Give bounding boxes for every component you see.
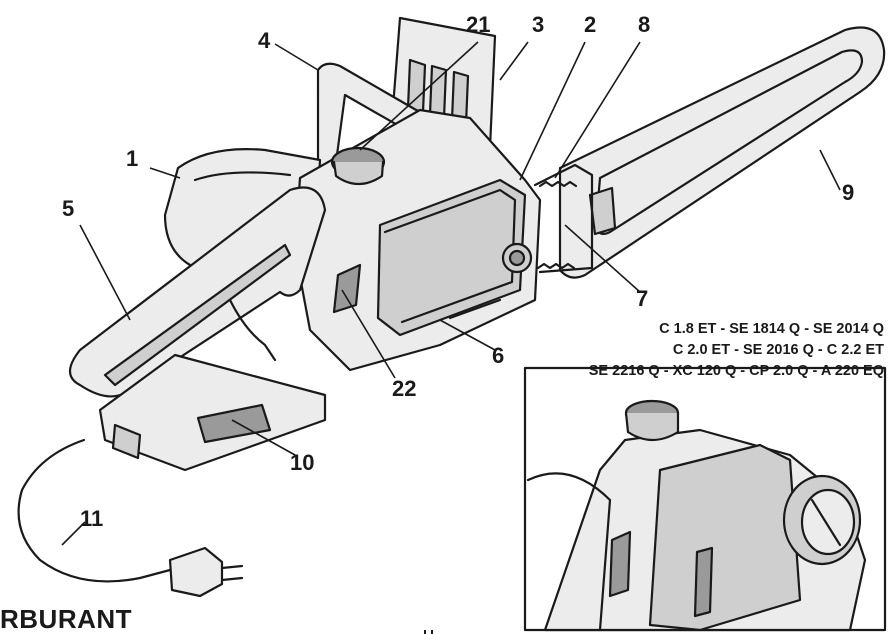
callout-9: 9 [842, 180, 855, 205]
main-body [293, 108, 542, 372]
model-list-line-1: C 1.8 ET - SE 1814 Q - SE 2014 Q [659, 321, 884, 337]
callout-7: 7 [636, 286, 649, 311]
callout-10: 10 [290, 450, 315, 475]
callout-3: 3 [532, 12, 545, 37]
housing-base [98, 353, 327, 472]
model-list-line-3: SE 2216 Q - XC 120 Q - CP 2.0 Q - A 220 … [588, 363, 884, 379]
callout-11: 11 [80, 506, 104, 531]
inset-detail-view [523, 366, 887, 632]
front-handle [316, 62, 432, 172]
guide-bar [558, 26, 886, 279]
callout-4: 4 [258, 28, 271, 53]
page-number-fragment [422, 626, 444, 634]
callout-8: 8 [638, 12, 651, 37]
callout-22: 22 [392, 376, 417, 401]
model-list-line-2: C 2.0 ET - SE 2016 Q - C 2.2 ET [672, 342, 884, 358]
callout-6: 6 [492, 343, 505, 368]
callout-1: 1 [126, 146, 139, 171]
leader-lines [61, 41, 841, 546]
power-cord [17, 438, 244, 598]
callout-2: 2 [584, 12, 597, 37]
page-number-glyph [424, 630, 433, 634]
callout-21: 21 [466, 12, 491, 37]
saw-chain [533, 163, 594, 274]
callout-5: 5 [62, 196, 75, 221]
section-heading: RBURANT [0, 604, 133, 634]
